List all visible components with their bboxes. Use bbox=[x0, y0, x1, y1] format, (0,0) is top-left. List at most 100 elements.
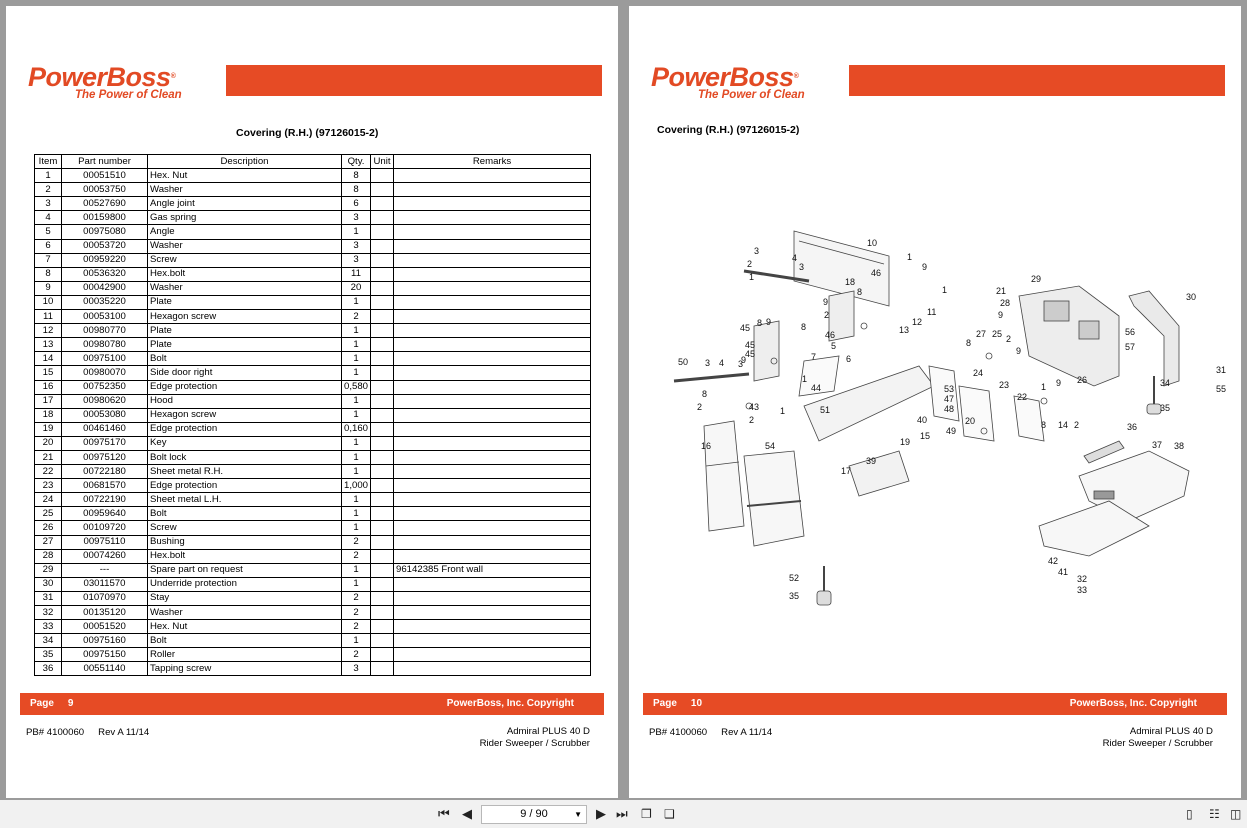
fit-width-icon[interactable]: ❑ bbox=[664, 807, 675, 821]
callout-label: 49 bbox=[946, 426, 956, 436]
cell-part-number: 00109720 bbox=[61, 520, 148, 536]
cell-remarks bbox=[393, 647, 591, 663]
callout-label: 1 bbox=[780, 406, 785, 416]
previous-page-icon[interactable]: ◀ bbox=[462, 806, 472, 821]
callout-label: 48 bbox=[944, 404, 954, 414]
cell-description: Bushing bbox=[147, 534, 342, 550]
col-description: Description bbox=[147, 153, 342, 170]
page-number-input[interactable]: 9 / 90▼ bbox=[481, 805, 587, 824]
callout-label: 26 bbox=[1077, 375, 1087, 385]
col-qty: Qty. bbox=[340, 153, 372, 170]
callout-label: 53 bbox=[944, 384, 954, 394]
chevron-down-icon[interactable]: ▼ bbox=[574, 810, 582, 819]
cell-item: 20 bbox=[34, 435, 62, 451]
callout-label: 27 bbox=[976, 329, 986, 339]
cell-unit bbox=[370, 323, 395, 339]
callout-label: 32 bbox=[1077, 574, 1087, 584]
next-page-icon[interactable]: ▶ bbox=[596, 806, 606, 821]
copyright: PowerBoss, Inc. Copyright bbox=[1069, 698, 1197, 709]
cell-item: 33 bbox=[34, 619, 62, 635]
two-page-view-icon[interactable]: ◫ bbox=[1230, 807, 1242, 821]
cell-part-number: 00975170 bbox=[61, 435, 148, 451]
cell-unit bbox=[370, 421, 395, 437]
cell-remarks bbox=[393, 590, 591, 607]
cell-remarks bbox=[393, 435, 591, 451]
cell-description: Angle joint bbox=[147, 196, 342, 212]
callout-label: 8 bbox=[801, 322, 806, 332]
callout-label: 4 bbox=[719, 358, 724, 368]
cell-part-number: 00980780 bbox=[61, 337, 148, 353]
fit-page-icon[interactable]: ❐ bbox=[641, 807, 652, 821]
cell-qty: 1 bbox=[340, 393, 372, 409]
cell-qty: 1 bbox=[340, 337, 372, 353]
cell-item: 22 bbox=[34, 464, 62, 480]
cell-part-number: 00975160 bbox=[61, 633, 148, 649]
callout-label: 18 bbox=[845, 277, 855, 287]
cell-description: Washer bbox=[147, 280, 342, 296]
cell-description: Bolt bbox=[147, 351, 342, 367]
cell-unit bbox=[370, 492, 395, 508]
single-page-view-icon[interactable]: ▯ bbox=[1186, 807, 1193, 821]
callout-label: 1 bbox=[802, 374, 807, 384]
last-page-icon[interactable]: ⏭ bbox=[616, 806, 628, 821]
continuous-view-icon[interactable]: ☷ bbox=[1209, 807, 1220, 821]
cell-item: 13 bbox=[34, 337, 62, 353]
callout-label: 57 bbox=[1125, 342, 1135, 352]
callout-label: 25 bbox=[992, 329, 1002, 339]
callout-label: 3 bbox=[754, 246, 759, 256]
cell-unit bbox=[370, 435, 395, 451]
cell-remarks bbox=[393, 604, 591, 621]
cell-unit bbox=[370, 294, 395, 311]
cell-remarks bbox=[393, 266, 591, 282]
col-part-number: Part number bbox=[61, 153, 148, 170]
cell-part-number: 00975120 bbox=[61, 449, 148, 466]
cell-part-number: 00159800 bbox=[61, 210, 148, 226]
cell-unit bbox=[370, 520, 395, 536]
cell-remarks bbox=[393, 520, 591, 536]
cell-description: Roller bbox=[147, 647, 342, 663]
cell-part-number: 00053080 bbox=[61, 407, 148, 423]
callout-label: 4 bbox=[792, 253, 797, 263]
header-bar bbox=[226, 65, 602, 96]
cell-item: 8 bbox=[34, 266, 62, 282]
callout-label: 23 bbox=[999, 380, 1009, 390]
cell-description: Screw bbox=[147, 520, 342, 536]
cell-description: Gas spring bbox=[147, 210, 342, 226]
callout-label: 33 bbox=[1077, 585, 1087, 595]
cell-qty: 0,580 bbox=[340, 379, 372, 395]
cell-description: Plate bbox=[147, 337, 342, 353]
first-page-icon[interactable]: ⏮ bbox=[438, 806, 450, 821]
cell-item: 32 bbox=[34, 604, 62, 621]
callout-label: 1 bbox=[907, 252, 912, 262]
cell-unit bbox=[370, 647, 395, 663]
cell-unit bbox=[370, 238, 395, 254]
callout-label: 2 bbox=[697, 402, 702, 412]
cell-remarks bbox=[393, 294, 591, 311]
cell-item: 9 bbox=[34, 280, 62, 296]
cell-remarks bbox=[393, 224, 591, 240]
callout-label: 11 bbox=[927, 307, 936, 317]
callout-label: 52 bbox=[789, 573, 799, 583]
callout-label: 37 bbox=[1152, 440, 1162, 450]
table-header-row: Item Part number Description Qty. Unit R… bbox=[34, 153, 591, 170]
cell-part-number: 00975080 bbox=[61, 224, 148, 240]
callout-label: 36 bbox=[1127, 422, 1137, 432]
cell-part-number: 00527690 bbox=[61, 196, 148, 212]
callout-label: 9 bbox=[1016, 346, 1021, 356]
cell-unit bbox=[370, 196, 395, 212]
cell-item: 30 bbox=[34, 576, 62, 592]
cell-remarks bbox=[393, 365, 591, 381]
cell-part-number: 00461460 bbox=[61, 421, 148, 437]
cell-unit bbox=[370, 224, 395, 240]
cell-description: Stay bbox=[147, 590, 342, 607]
cell-remarks bbox=[393, 407, 591, 423]
